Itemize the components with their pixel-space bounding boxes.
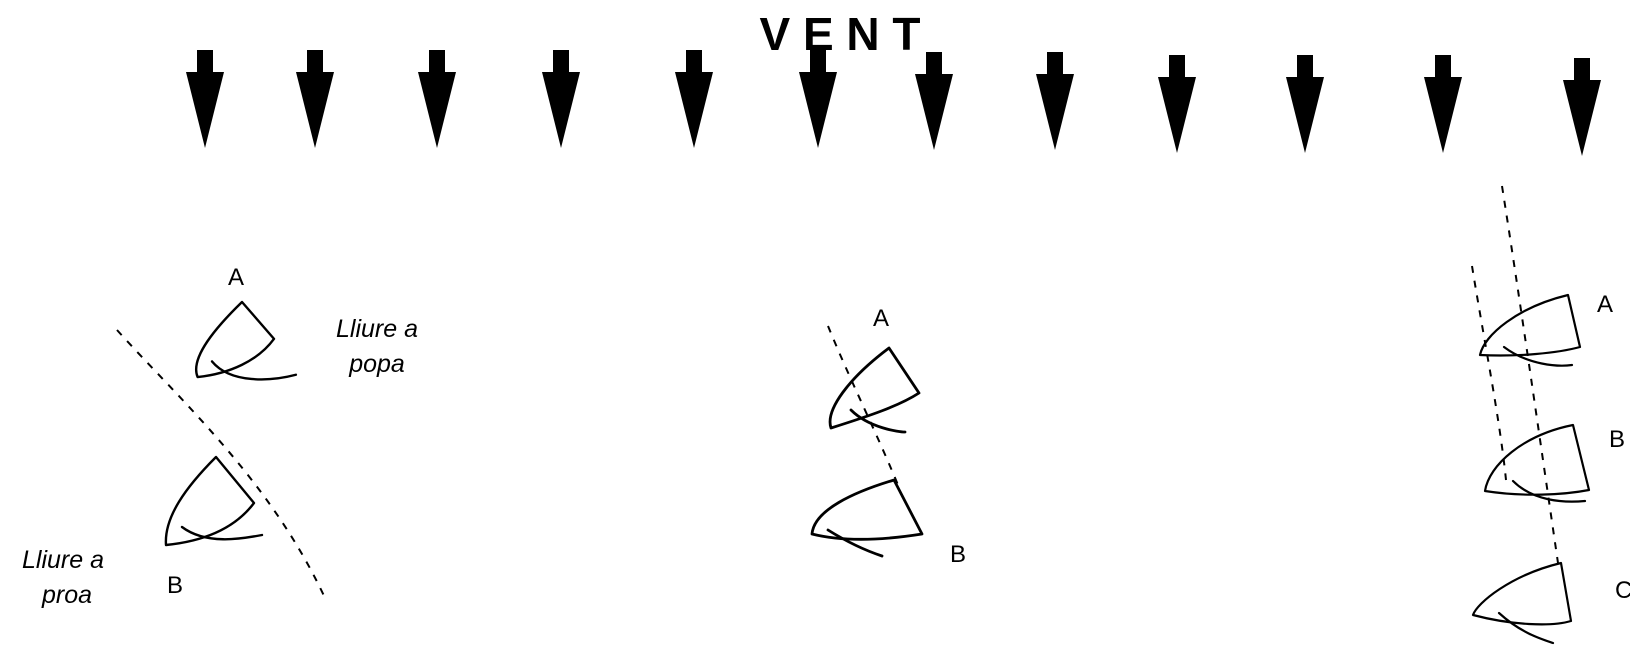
boat-b-icon — [166, 457, 262, 545]
wind-arrow-icon — [915, 52, 953, 150]
boat-b-icon — [1485, 425, 1589, 502]
right-scene: A B C — [1472, 186, 1630, 643]
note-free-astern-line2: popa — [348, 350, 405, 378]
note-free-ahead-line1: Lliure a — [22, 546, 104, 574]
boat-a-icon — [1480, 295, 1580, 366]
boat-a-label: A — [228, 264, 244, 291]
middle-scene: A B — [812, 305, 966, 568]
wind-arrow-icon — [675, 50, 713, 148]
wind-title: V E N T — [759, 8, 920, 60]
boat-c-icon — [1473, 563, 1571, 643]
note-free-astern-line1: Lliure a — [336, 315, 418, 343]
note-free-ahead-line2: proa — [41, 581, 92, 609]
overlap-line — [1502, 186, 1558, 563]
boat-a-icon — [190, 297, 297, 387]
wind-arrow-icon — [296, 50, 334, 148]
wind-arrow-icon — [799, 50, 837, 148]
overlap-line — [1472, 266, 1506, 480]
wind-arrow-icon — [542, 50, 580, 148]
left-scene: A B Lliure a popa Lliure a proa — [22, 264, 418, 609]
wind-arrow-icon — [1563, 58, 1601, 156]
wind-arrow-icon — [1424, 55, 1462, 153]
wind-arrow-icon — [186, 50, 224, 148]
boat-a-label: A — [1597, 291, 1613, 318]
boat-a-icon — [830, 348, 919, 432]
boat-a-label: A — [873, 305, 889, 332]
wind-arrow-icon — [1286, 55, 1324, 153]
wind-arrow-icon — [1158, 55, 1196, 153]
wind-arrows — [186, 50, 1601, 156]
boat-c-label: C — [1615, 577, 1630, 604]
boat-b-label: B — [950, 541, 966, 568]
boat-b-label: B — [1609, 426, 1625, 453]
wind-arrow-icon — [1036, 52, 1074, 150]
boat-b-label: B — [167, 572, 183, 599]
boat-b-icon — [812, 480, 922, 556]
wind-arrow-icon — [418, 50, 456, 148]
